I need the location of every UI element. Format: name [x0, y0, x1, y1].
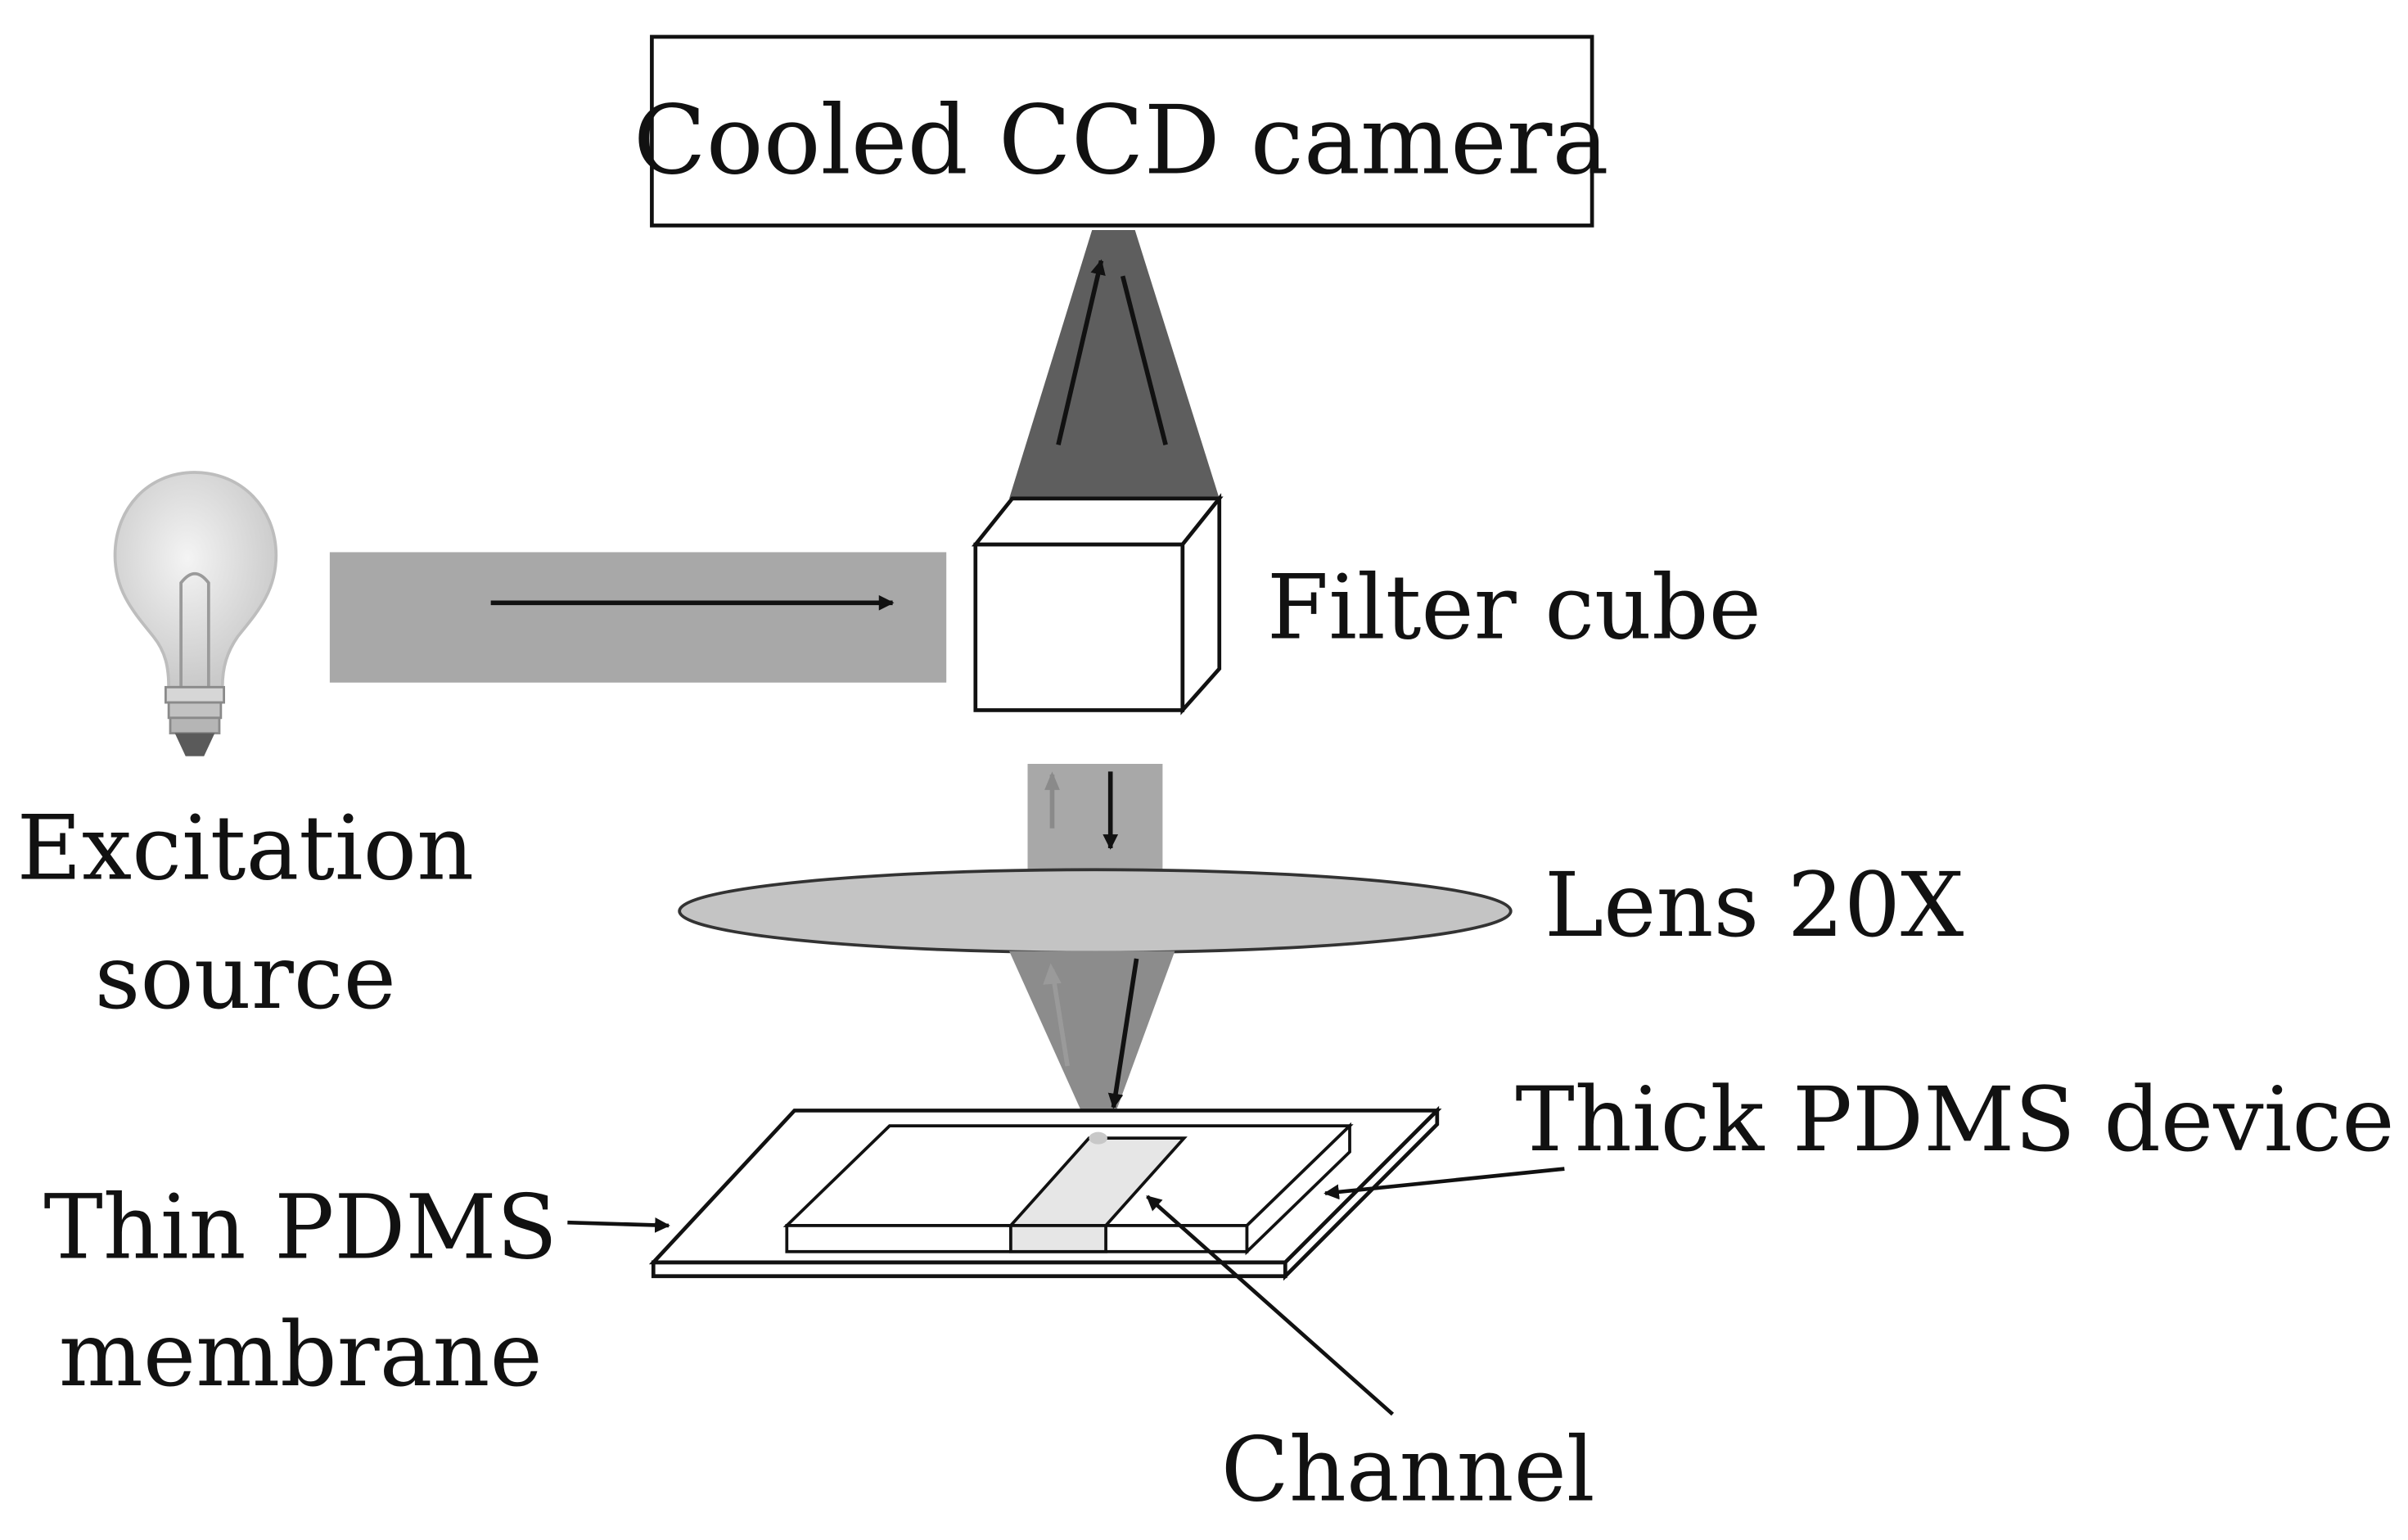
focused-beam: [1009, 951, 1175, 1136]
ccd-camera: Cooled CCD camera: [634, 34, 1609, 228]
camera-label: Cooled CCD camera: [634, 86, 1609, 196]
thick-pdms-leader: [1323, 1167, 1565, 1200]
emission-arrow-left: [1056, 259, 1106, 445]
thin-pdms-leader: [567, 1217, 670, 1233]
excitation-label-line1: Excitation: [17, 797, 475, 901]
upward-arrow-lower: [1049, 969, 1071, 1067]
excitation-label-line2: source: [95, 925, 396, 1029]
excitation-beam: [329, 552, 947, 683]
light-bulb-icon: [113, 471, 278, 756]
thick-pdms-label: Thick PDMS device: [1515, 1068, 2394, 1172]
lens-label: Lens 20X: [1544, 853, 1964, 957]
emission-beam-to-camera: [1009, 230, 1220, 499]
thin-pdms-label-line1: Thin PDMS: [43, 1175, 557, 1279]
filter-cube-label: Filter cube: [1267, 555, 1761, 659]
filter-cube: Filter cube: [971, 493, 1761, 716]
channel-label: Channel: [1221, 1417, 1595, 1521]
channel-leader: [1146, 1195, 1395, 1416]
downward-arrow-lower: [1107, 958, 1139, 1109]
thin-pdms-label-line2: membrane: [59, 1303, 543, 1407]
emission-arrow-right: [1120, 275, 1168, 446]
objective-lens: Lens 20X: [678, 853, 1964, 957]
channel: [1007, 1131, 1188, 1253]
